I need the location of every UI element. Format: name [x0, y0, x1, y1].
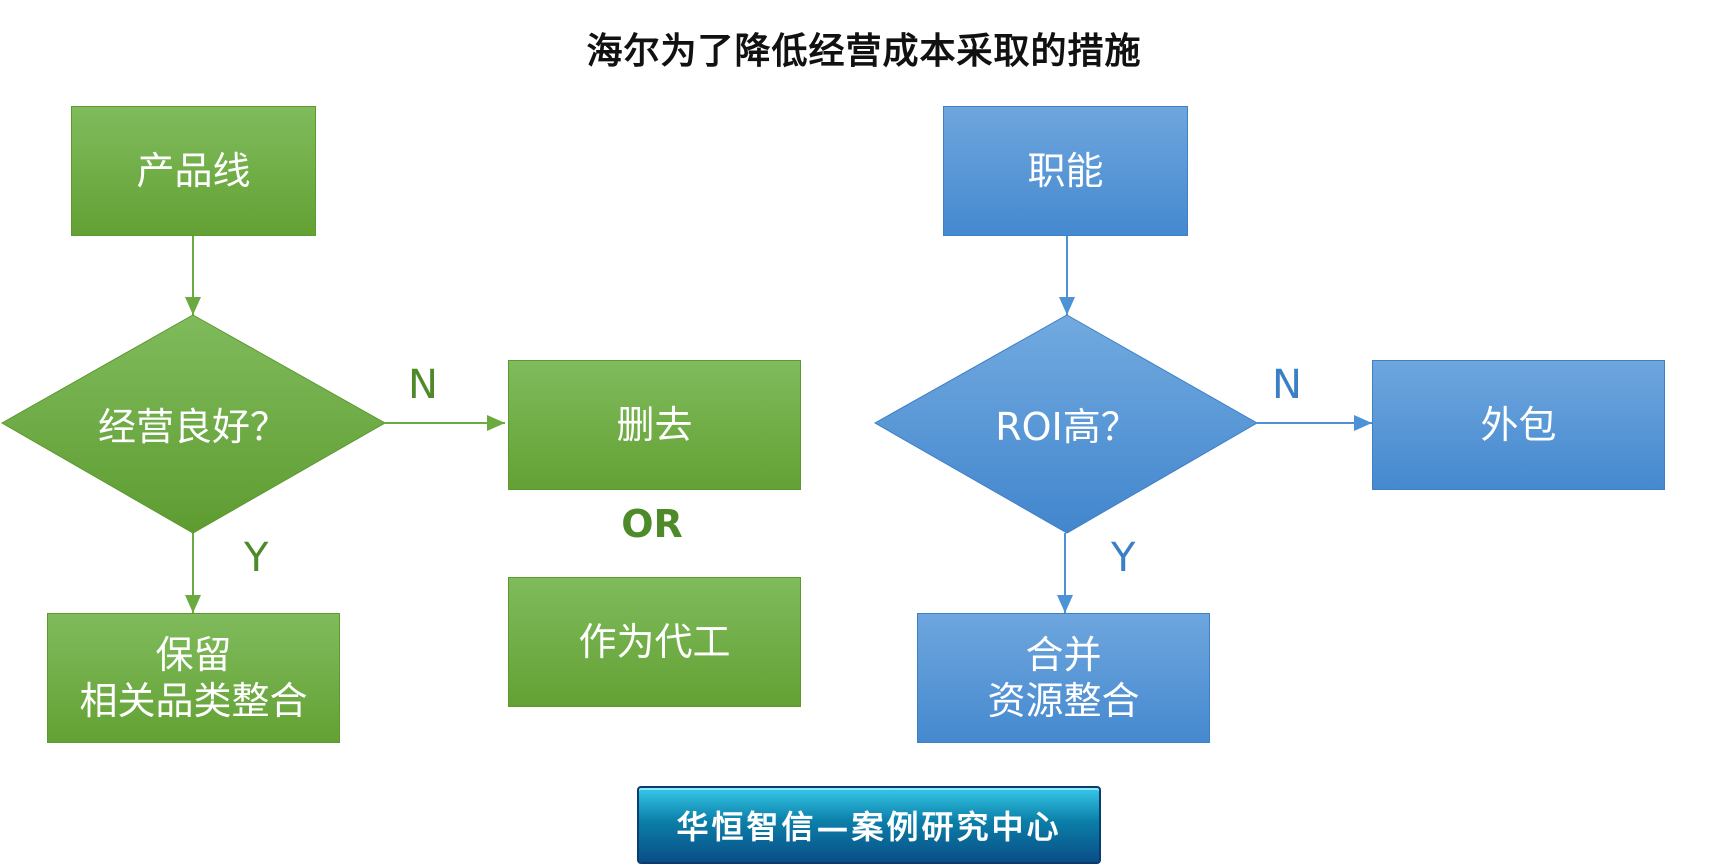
- node-product-line: 产品线: [71, 106, 316, 236]
- node-label-line2: 相关品类整合: [79, 679, 308, 723]
- node-label: 外包: [1480, 403, 1557, 447]
- node-keep: 保留 相关品类整合: [47, 613, 340, 743]
- node-merge: 合并 资源整合: [917, 613, 1210, 743]
- decision-label-left: 经营良好？: [97, 404, 288, 449]
- footer-banner: 华恒智信—案例研究中心: [637, 786, 1101, 864]
- decision-diamond-right: [873, 314, 1259, 534]
- node-oem: 作为代工: [508, 577, 801, 707]
- node-function: 职能: [943, 106, 1188, 236]
- node-label: 删去: [616, 403, 693, 447]
- node-label-line1: 保留: [155, 633, 232, 677]
- edge-label-yes-right: Y: [1111, 535, 1136, 581]
- node-label-line1: 合并: [1025, 633, 1102, 677]
- decision-label-right: ROI高？: [995, 404, 1139, 449]
- node-label: 产品线: [136, 149, 251, 193]
- node-label: 作为代工: [578, 620, 731, 664]
- edge-label-no-right: N: [1272, 362, 1302, 408]
- node-delete: 删去: [508, 360, 801, 490]
- or-label: OR: [621, 502, 683, 546]
- decision-diamond-left: [0, 314, 387, 534]
- edge-label-no-left: N: [408, 362, 438, 408]
- diagram-title: 海尔为了降低经营成本采取的措施: [586, 31, 1142, 72]
- node-label-line2: 资源整合: [987, 679, 1140, 723]
- edge-label-yes-left: Y: [244, 535, 269, 581]
- node-outsource: 外包: [1372, 360, 1665, 490]
- node-label: 职能: [1027, 149, 1104, 193]
